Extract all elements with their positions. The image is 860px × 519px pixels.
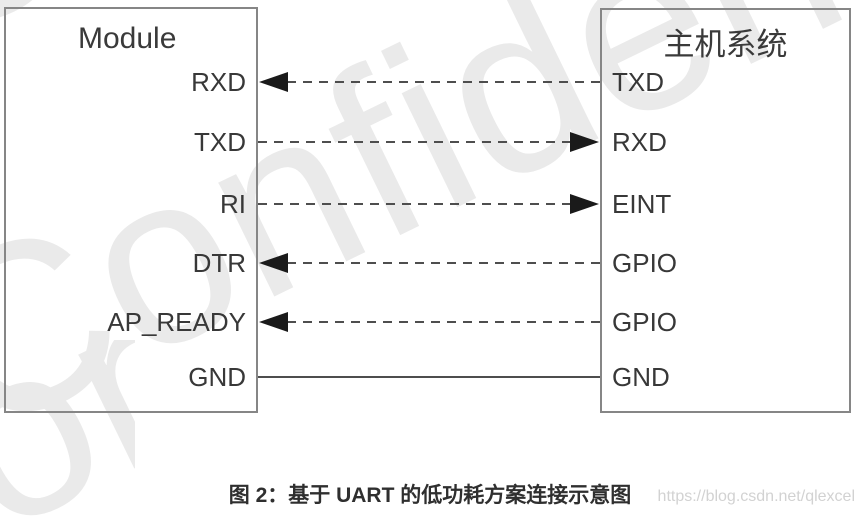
host-pin-gpio1: GPIO (612, 248, 678, 278)
wire-host-gpio-to-module-ap-ready (259, 312, 600, 332)
arrowhead-right-icon (570, 194, 599, 214)
module-pin-rxd: RXD (191, 67, 246, 97)
csdn-url-watermark: https://blog.csdn.net/qlexcel (657, 488, 855, 505)
module-pin-txd: TXD (194, 127, 246, 157)
wire-host-gpio-to-module-dtr (259, 253, 600, 273)
arrowhead-left-icon (259, 253, 288, 273)
host-box-title: 主机系统 (663, 27, 788, 62)
host-pin-txd: TXD (612, 67, 664, 97)
module-pin-ri: RI (220, 189, 246, 219)
wire-module-txd-to-host-rxd (258, 132, 599, 152)
arrowhead-right-icon (570, 132, 599, 152)
arrowhead-left-icon (259, 72, 288, 92)
module-pin-ap-ready: AP_READY (107, 307, 246, 337)
figure-caption: 图 2：基于 UART 的低功耗方案连接示意图 (228, 484, 632, 507)
host-pin-gnd: GND (612, 362, 670, 392)
host-pin-rxd: RXD (612, 127, 667, 157)
wire-host-txd-to-module-rxd (259, 72, 600, 92)
module-pin-gnd: GND (188, 362, 246, 392)
module-box: Module (4, 7, 258, 413)
module-box-title: Module (78, 22, 177, 55)
host-pin-gpio2: GPIO (612, 307, 678, 337)
host-pin-eint: EINT (612, 189, 672, 219)
arrowhead-left-icon (259, 312, 288, 332)
module-pin-dtr: DTR (192, 248, 246, 278)
wire-module-ri-to-host-eint (258, 194, 599, 214)
host-box: 主机系统 (600, 8, 851, 413)
